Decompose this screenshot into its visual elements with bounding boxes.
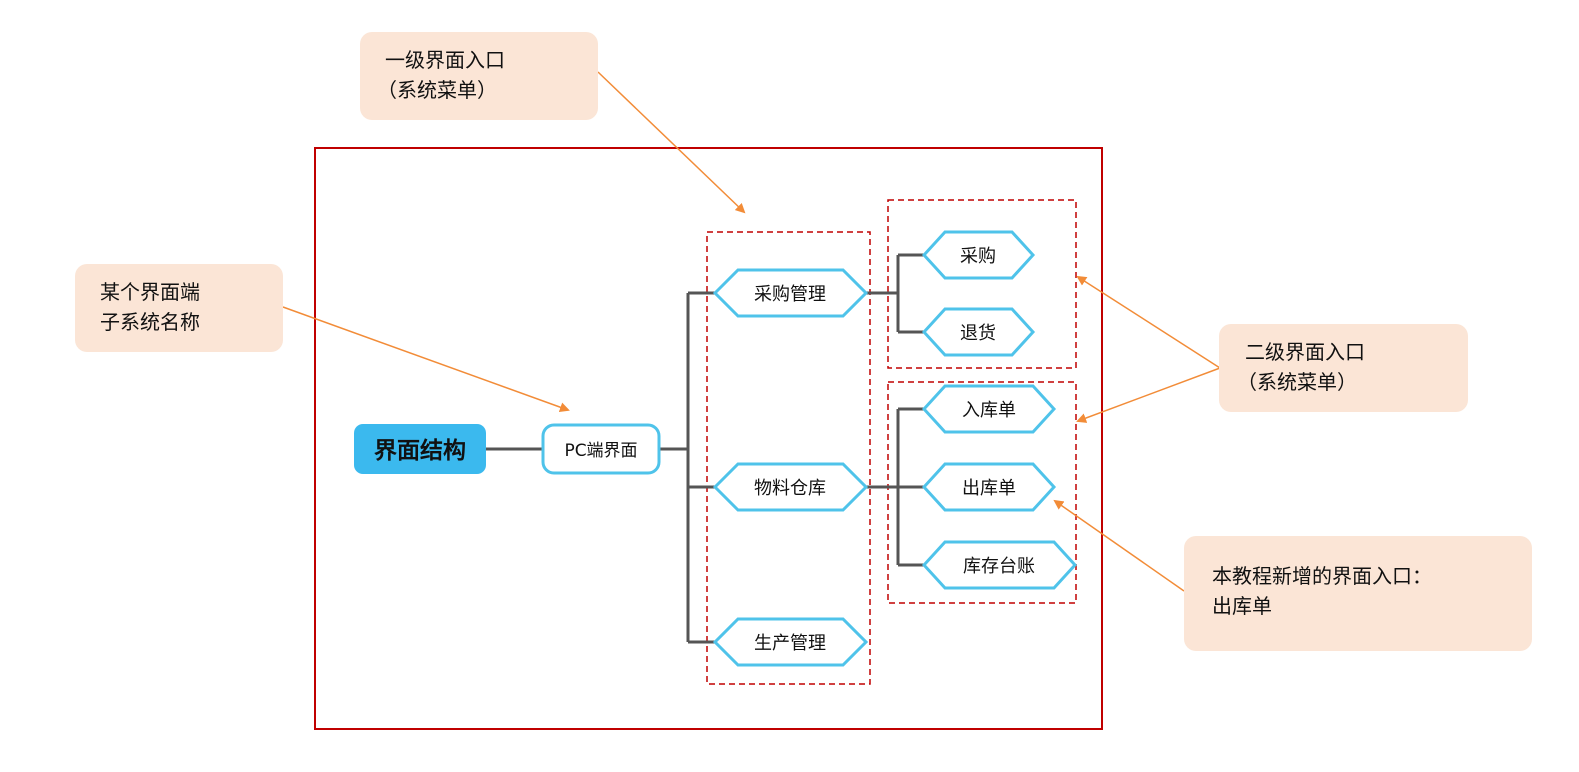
level2-node-inbound-label: 入库单 bbox=[962, 400, 1016, 421]
level2-node-inbound bbox=[921, 384, 1057, 434]
callout-level1-entry: 一级界面入口 （系统菜单） bbox=[360, 32, 598, 120]
level2-node-return-label: 退货 bbox=[960, 323, 996, 344]
arrow-subsystem-name bbox=[282, 306, 570, 412]
level2-node-purchase-label: 采购 bbox=[960, 246, 996, 267]
level2-node-return bbox=[921, 307, 1036, 357]
arrow-new-entry bbox=[1053, 499, 1185, 592]
level2-node-inventory-ledger-label: 库存台账 bbox=[963, 556, 1035, 577]
callout-level2-entry: 二级界面入口 （系统菜单） bbox=[1219, 324, 1468, 412]
subsystem-node-label: PC端界面 bbox=[564, 441, 637, 461]
callout-new-entry-line2: 出库单 bbox=[1212, 594, 1272, 618]
level1-node-warehouse bbox=[712, 462, 869, 512]
callout-level1-entry-line1: 一级界面入口 bbox=[385, 48, 505, 72]
level2-node-outbound bbox=[921, 462, 1057, 512]
level1-node-warehouse-label: 物料仓库 bbox=[754, 478, 826, 499]
connector-lines bbox=[486, 253, 924, 644]
arrow-level2-entry-upper bbox=[1076, 275, 1221, 369]
callout-subsystem-name-line2: 子系统名称 bbox=[100, 310, 200, 334]
level1-node-production bbox=[712, 617, 869, 667]
level2-node-inventory-ledger bbox=[921, 540, 1078, 590]
level1-node-purchase bbox=[712, 268, 869, 318]
level1-node-production-label: 生产管理 bbox=[754, 633, 826, 654]
level1-node-purchase-label: 采购管理 bbox=[754, 284, 826, 305]
arrow-level2-entry-lower bbox=[1076, 367, 1221, 423]
callout-new-entry-line1: 本教程新增的界面入口： bbox=[1212, 564, 1432, 588]
level2-warehouse-group-box bbox=[887, 381, 1077, 604]
callout-subsystem-name-line1: 某个界面端 bbox=[100, 280, 200, 304]
level1-group-box bbox=[706, 231, 871, 685]
root-node bbox=[354, 424, 486, 474]
level2-node-purchase bbox=[921, 230, 1036, 280]
level2-purchase-group-box bbox=[887, 199, 1077, 369]
level2-node-outbound-label: 出库单 bbox=[962, 478, 1016, 499]
callout-level2-entry-line2: （系统菜单） bbox=[1237, 370, 1357, 394]
callout-subsystem-name: 某个界面端 子系统名称 bbox=[75, 264, 283, 352]
subsystem-node bbox=[541, 423, 661, 475]
callout-level2-entry-line1: 二级界面入口 bbox=[1245, 340, 1365, 364]
outer-frame bbox=[314, 147, 1103, 730]
callout-arrows bbox=[282, 71, 1221, 592]
callout-new-entry: 本教程新增的界面入口： 出库单 bbox=[1184, 536, 1532, 651]
callout-level1-entry-line2: （系统菜单） bbox=[377, 78, 497, 102]
root-node-label: 界面结构 bbox=[374, 437, 466, 464]
arrow-level1-entry bbox=[597, 71, 746, 214]
